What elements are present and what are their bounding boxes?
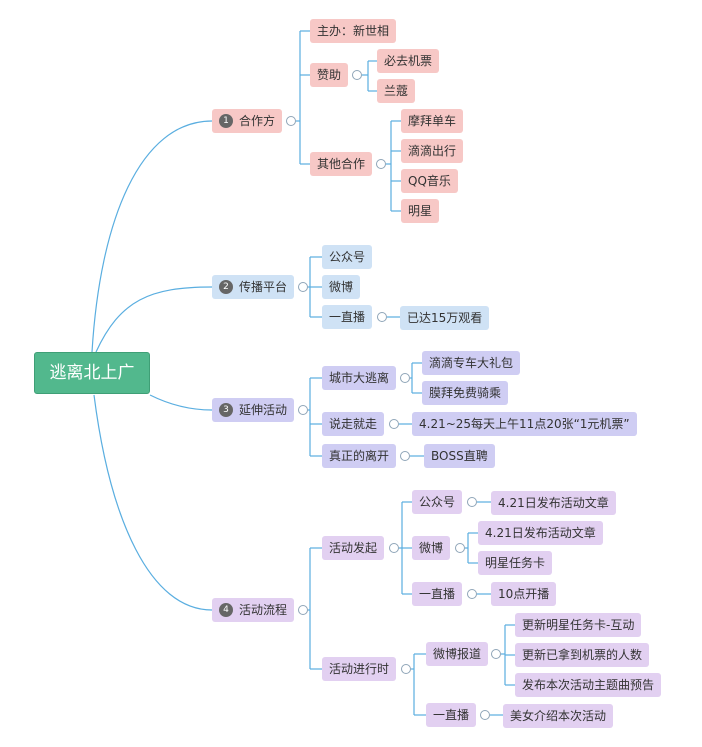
branch-number-badge: 4	[219, 602, 233, 617]
topic-city-escape[interactable]: 城市大逃离	[322, 366, 397, 390]
collapse-toggle-icon[interactable]	[389, 543, 399, 553]
topic-organizer[interactable]: 主办：新世相	[310, 19, 397, 43]
branch-number-badge: 3	[219, 402, 233, 417]
topic-theme-song-preview[interactable]: 发布本次活动主题曲预告	[515, 673, 662, 697]
topic-boss-zhipin[interactable]: BOSS直聘	[424, 444, 495, 468]
collapse-toggle-icon[interactable]	[401, 664, 411, 674]
branch-label: 传播平台	[239, 280, 288, 294]
topic-weibo[interactable]: 微博	[322, 275, 361, 299]
topic-weibo-reports[interactable]: 微博报道	[426, 642, 489, 666]
topic-didi-gift[interactable]: 滴滴专车大礼包	[422, 351, 521, 375]
collapse-toggle-icon[interactable]	[480, 710, 490, 720]
topic-yizhibo[interactable]: 一直播	[322, 305, 373, 329]
topic-launch-wechat[interactable]: 公众号	[412, 490, 463, 514]
collapse-toggle-icon[interactable]	[400, 373, 410, 383]
collapse-toggle-icon[interactable]	[286, 116, 296, 126]
collapse-toggle-icon[interactable]	[467, 497, 477, 507]
topic-real-leave[interactable]: 真正的离开	[322, 444, 397, 468]
branch-partners[interactable]: 1 合作方	[212, 109, 283, 133]
branch-label: 合作方	[239, 114, 276, 128]
topic-views[interactable]: 已达15万观看	[400, 306, 490, 330]
topic-one-yuan-tickets[interactable]: 4.21~25每天上午11点20张“1元机票”	[412, 412, 637, 436]
collapse-toggle-icon[interactable]	[377, 312, 387, 322]
topic-host-intro[interactable]: 美女介绍本次活动	[503, 704, 614, 728]
collapse-toggle-icon[interactable]	[491, 649, 501, 659]
topic-launch-yizhibo[interactable]: 一直播	[412, 582, 463, 606]
topic-start-at-ten[interactable]: 10点开播	[491, 582, 557, 606]
connector	[95, 286, 213, 353]
collapse-toggle-icon[interactable]	[467, 589, 477, 599]
collapse-toggle-icon[interactable]	[352, 70, 362, 80]
topic-mobike[interactable]: 摩拜单车	[401, 109, 464, 133]
topic-just-go[interactable]: 说走就走	[322, 412, 385, 436]
branch-number-badge: 1	[219, 113, 233, 128]
connector	[149, 394, 213, 411]
topic-update-task-card[interactable]: 更新明星任务卡-互动	[515, 613, 642, 637]
collapse-toggle-icon[interactable]	[376, 159, 386, 169]
collapse-toggle-icon[interactable]	[298, 605, 308, 615]
connector	[93, 394, 213, 611]
topic-sponsors[interactable]: 赞助	[310, 63, 349, 87]
topic-progress-yizhibo[interactable]: 一直播	[426, 703, 477, 727]
topic-wechat-account[interactable]: 公众号	[322, 245, 373, 269]
topic-launch-weibo-article[interactable]: 4.21日发布活动文章	[478, 521, 603, 545]
topic-in-progress[interactable]: 活动进行时	[322, 657, 397, 681]
branch-extended-activities[interactable]: 3 延伸活动	[212, 398, 295, 422]
topic-sponsor-lancome[interactable]: 兰蔻	[377, 79, 416, 103]
topic-free-ride[interactable]: 膜拜免费骑乘	[422, 381, 509, 405]
topic-sponsor-biqu[interactable]: 必去机票	[377, 49, 440, 73]
branch-activity-flow[interactable]: 4 活动流程	[212, 598, 295, 622]
topic-didi[interactable]: 滴滴出行	[401, 139, 464, 163]
collapse-toggle-icon[interactable]	[400, 451, 410, 461]
topic-celebrity-task-card[interactable]: 明星任务卡	[478, 551, 553, 575]
topic-other-partners[interactable]: 其他合作	[310, 152, 373, 176]
topic-launch[interactable]: 活动发起	[322, 536, 385, 560]
branch-label: 活动流程	[239, 603, 288, 617]
topic-launch-wechat-article[interactable]: 4.21日发布活动文章	[491, 491, 616, 515]
collapse-toggle-icon[interactable]	[455, 543, 465, 553]
branch-label: 延伸活动	[239, 403, 288, 417]
collapse-toggle-icon[interactable]	[298, 282, 308, 292]
root-topic[interactable]: 逃离北上广	[34, 352, 150, 394]
branch-channels[interactable]: 2 传播平台	[212, 275, 295, 299]
topic-celebrity[interactable]: 明星	[401, 199, 440, 223]
collapse-toggle-icon[interactable]	[298, 405, 308, 415]
connector	[91, 120, 213, 353]
topic-qq-music[interactable]: QQ音乐	[401, 169, 458, 193]
branch-number-badge: 2	[219, 279, 233, 294]
collapse-toggle-icon[interactable]	[389, 419, 399, 429]
topic-launch-weibo[interactable]: 微博	[412, 536, 451, 560]
topic-update-ticket-count[interactable]: 更新已拿到机票的人数	[515, 643, 650, 667]
